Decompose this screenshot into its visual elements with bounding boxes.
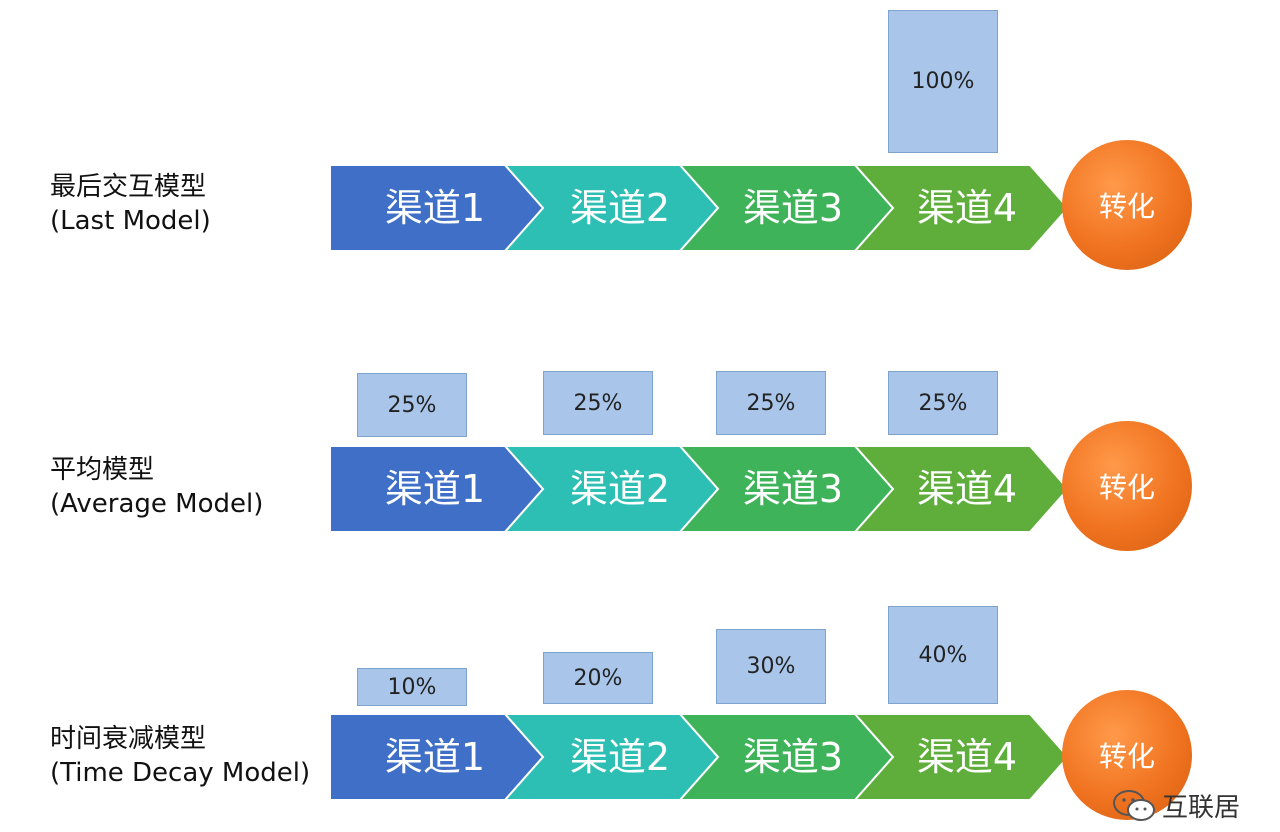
channel-1-label: 渠道1 <box>385 186 485 230</box>
model-label: 平均模型 (Average Model) <box>50 453 263 521</box>
channel-4-chevron <box>852 445 1070 533</box>
share-box-channel-3: 30% <box>716 629 826 704</box>
channel-2-label: 渠道2 <box>570 467 670 511</box>
conversion-circle: 转化 <box>1062 140 1192 270</box>
model-label-cn: 平均模型 <box>50 455 155 485</box>
channel-1-label: 渠道1 <box>385 467 485 511</box>
channel-4-label: 渠道4 <box>917 186 1017 230</box>
channel-4-label: 渠道4 <box>917 467 1017 511</box>
share-box-channel-4: 100% <box>888 10 998 153</box>
wechat-icon <box>1112 789 1155 821</box>
model-label-en: (Average Model) <box>50 489 264 519</box>
model-label-en: (Time Decay Model) <box>50 758 311 788</box>
share-box-channel-4: 40% <box>888 606 998 704</box>
channel-3-label: 渠道3 <box>743 467 843 511</box>
model-label-en: (Last Model) <box>50 206 211 236</box>
conversion-circle: 转化 <box>1062 421 1192 551</box>
watermark: 互联居 <box>1112 787 1240 824</box>
share-box-channel-3: 25% <box>716 371 826 435</box>
channel-1-label: 渠道1 <box>385 735 485 779</box>
share-box-channel-4: 25% <box>888 371 998 435</box>
model-label-cn: 最后交互模型 <box>50 172 207 202</box>
channel-4-label: 渠道4 <box>917 735 1017 779</box>
channel-4-chevron <box>852 713 1070 801</box>
channel-2-label: 渠道2 <box>570 186 670 230</box>
share-box-channel-1: 25% <box>357 373 467 437</box>
conversion-circle: 转化 <box>1062 690 1192 820</box>
share-box-channel-2: 20% <box>543 652 653 704</box>
channel-4-chevron <box>852 164 1070 252</box>
model-label: 时间衰减模型 (Time Decay Model) <box>50 722 310 790</box>
model-label: 最后交互模型 (Last Model) <box>50 170 211 238</box>
channel-flow: 渠道1 渠道2 渠道3 渠道4 <box>329 713 1070 801</box>
channel-flow: 渠道1 渠道2 渠道3 渠道4 <box>329 164 1070 252</box>
share-box-channel-1: 10% <box>357 668 467 706</box>
share-box-channel-2: 25% <box>543 371 653 435</box>
model-label-cn: 时间衰减模型 <box>50 724 207 754</box>
channel-flow: 渠道1 渠道2 渠道3 渠道4 <box>329 445 1070 533</box>
channel-3-label: 渠道3 <box>743 735 843 779</box>
watermark-text: 互联居 <box>1161 793 1240 823</box>
channel-2-label: 渠道2 <box>570 735 670 779</box>
channel-3-label: 渠道3 <box>743 186 843 230</box>
